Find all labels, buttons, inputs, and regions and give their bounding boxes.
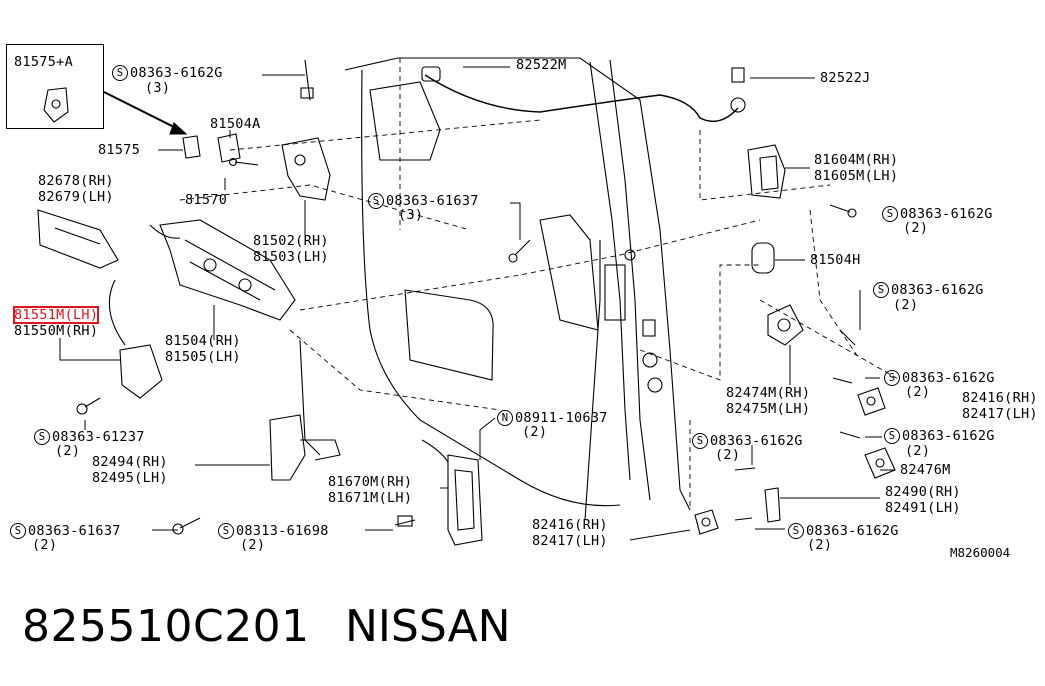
screw-symbol-icon: S [10,523,26,539]
bolt-qty: (2) [55,443,81,459]
screw-symbol-icon: S [692,433,708,449]
label-81605m[interactable]: 81605M(LH) [814,168,899,184]
nut-code: 08911-10637 [515,410,608,426]
label-82679[interactable]: 82679(LH) [38,189,114,205]
label-82494[interactable]: 82494(RH) [92,454,168,470]
bolt-code: 08363-6162G [891,282,984,298]
inset-part-81575A [43,87,69,123]
label-82491[interactable]: 82491(LH) [885,500,961,516]
label-81504a[interactable]: 81504A [210,116,261,132]
label-81551m[interactable]: 81551M(LH) [12,306,100,324]
bolt-code: 08313-61698 [236,523,329,539]
label-82416-lower[interactable]: 82416(RH) [532,517,608,533]
highlight-81551m: 81551M(LH) [12,306,100,324]
door-frame [344,57,691,511]
bolt-qty: (2) [903,220,929,236]
bolt-qty: (2) [905,443,931,459]
label-82522m[interactable]: 82522M [516,57,567,73]
label-82495[interactable]: 82495(LH) [92,470,168,486]
label-81502[interactable]: 81502(RH) [253,233,329,249]
label-82476m[interactable]: 82476M [900,462,951,478]
label-82416-upper[interactable]: 82416(RH) [962,390,1038,406]
label-81671m[interactable]: 81671M(LH) [328,490,413,506]
bolt-qty: (2) [807,537,833,553]
label-81604m[interactable]: 81604M(RH) [814,152,899,168]
label-81503[interactable]: 81503(LH) [253,249,329,265]
screw-symbol-icon: S [218,523,234,539]
part-number: 825510C201 [22,601,310,652]
nut-qty: (2) [522,424,548,440]
label-81550m[interactable]: 81550M(RH) [14,323,99,339]
label-82475m[interactable]: 82475M(LH) [726,401,811,417]
screw-symbol-icon: S [873,282,889,298]
bolt-code: 08363-61637 [28,523,121,539]
screw-symbol-icon: S [368,193,384,209]
bolt-code: 08363-6162G [130,65,223,81]
bolt-code: 08363-6162G [806,523,899,539]
bolt-qty: (2) [715,447,741,463]
nut-symbol-icon: N [497,410,513,426]
label-81575[interactable]: 81575 [98,142,141,158]
label-81575a[interactable]: 81575+A [14,54,73,70]
bolt-qty: (2) [893,297,919,313]
bolt-qty: (3) [145,80,171,96]
screw-symbol-icon: S [788,523,804,539]
label-82474m[interactable]: 82474M(RH) [726,385,811,401]
bolt-code: 08363-6162G [710,433,803,449]
inset-box [6,44,104,129]
bolt-qty: (2) [32,537,58,553]
brand-name: NISSAN [345,601,511,652]
screw-symbol-icon: S [112,65,128,81]
bolt-qty: (2) [240,537,266,553]
label-82490[interactable]: 82490(RH) [885,484,961,500]
label-81504h[interactable]: 81504H [810,252,861,268]
label-81570[interactable]: 81570 [185,192,228,208]
bolt-code: 08363-6162G [900,206,993,222]
inner-handle-shape [447,454,483,546]
bolt-code: 08363-61637 [386,193,479,209]
label-81504[interactable]: 81504(RH) [165,333,241,349]
diagram-reference-code: M8260004 [950,545,1011,560]
screw-symbol-icon: S [882,206,898,222]
bolt-code: 08363-6162G [902,428,995,444]
label-81670m[interactable]: 81670M(RH) [328,474,413,490]
bolt-code: 08363-61237 [52,429,145,445]
screw-symbol-icon: S [884,428,900,444]
screw-symbol-icon: S [884,370,900,386]
screw-symbol-icon: S [34,429,50,445]
bolt-qty: (3) [398,207,424,223]
label-82417-lower[interactable]: 82417(LH) [532,533,608,549]
label-82522j[interactable]: 82522J [820,70,871,86]
label-82417-upper[interactable]: 82417(LH) [962,406,1038,422]
label-81505[interactable]: 81505(LH) [165,349,241,365]
label-82678[interactable]: 82678(RH) [38,173,114,189]
bolt-code: 08363-6162G [902,370,995,386]
bolt-qty: (2) [905,384,931,400]
